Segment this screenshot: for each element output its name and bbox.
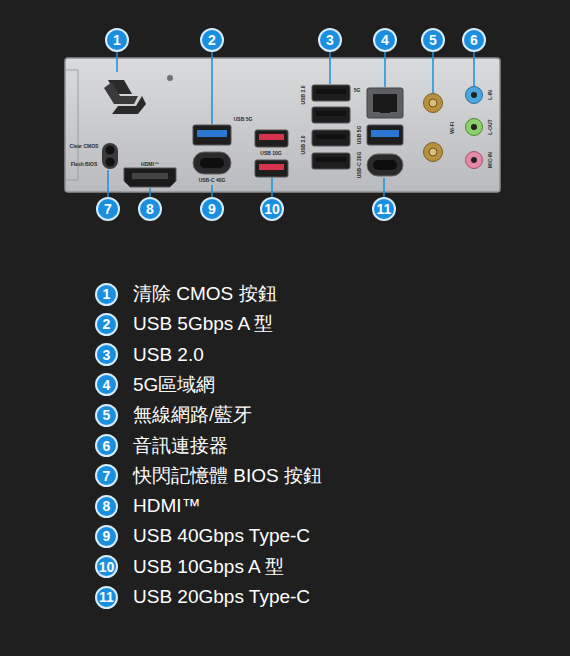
- wifi-antenna-connectors: [424, 94, 443, 162]
- port-description: 5G區域網: [133, 372, 215, 398]
- io-shield: [65, 58, 500, 192]
- callout-number: 2: [95, 313, 118, 336]
- callout-number: 6: [462, 28, 486, 52]
- legend-item: 5 無線網路/藍牙: [95, 403, 252, 427]
- brand-logo: [104, 80, 146, 114]
- port-description: 快閃記憶體 BIOS 按鈕: [133, 463, 322, 489]
- leader-lines: [108, 52, 474, 197]
- callout-text: 10: [264, 202, 280, 216]
- port-description: USB 2.0: [133, 344, 204, 366]
- callout-number: 10: [260, 197, 284, 221]
- legend-item: 10 USB 10Gbps A 型: [95, 555, 284, 579]
- callout-number: 8: [95, 495, 118, 518]
- callout-number: 4: [95, 373, 118, 396]
- port-description: 清除 CMOS 按鈕: [133, 281, 277, 307]
- audio-jacks: [466, 87, 483, 169]
- port-label: USB 5G: [357, 126, 362, 145]
- callout-text: 2: [208, 33, 216, 47]
- callout-text: 6: [470, 33, 478, 47]
- usb-c-20g-port: [367, 154, 403, 176]
- callout-number: 1: [105, 28, 129, 52]
- port-label: USB 2.0: [301, 136, 306, 155]
- callout-text: 9: [208, 202, 216, 216]
- hdmi-port: [124, 168, 176, 187]
- callout-text: 11: [377, 202, 392, 216]
- callout-number: 3: [318, 28, 342, 52]
- callout-number: 4: [373, 28, 397, 52]
- port-label: Wi-Fi: [450, 122, 455, 134]
- screw: [167, 75, 173, 81]
- bios-buttons: [102, 143, 118, 169]
- callout-number: 7: [95, 464, 118, 487]
- legend-item: 1 清除 CMOS 按鈕: [95, 282, 277, 306]
- callout-number: 5: [95, 404, 118, 427]
- usb-10g-ports: [255, 130, 288, 177]
- port-label: MIC-IN: [488, 152, 493, 168]
- callout-number: 3: [95, 343, 118, 366]
- port-description: 無線網路/藍牙: [133, 402, 252, 428]
- callout-text: 5: [429, 33, 437, 47]
- port-label: L-IN: [488, 90, 493, 100]
- port-label: HDMI™: [141, 162, 159, 167]
- callout-number: 9: [200, 197, 224, 221]
- port-description: USB 5Gbps A 型: [133, 311, 273, 337]
- callout-number: 11: [372, 197, 396, 221]
- port-label: USB 10G: [260, 151, 281, 156]
- legend-item: 4 5G區域網: [95, 373, 215, 397]
- port-label: USB 2.0: [301, 86, 306, 105]
- port-label: USB-C 20G: [357, 152, 362, 179]
- port-description: USB 10Gbps A 型: [133, 554, 284, 580]
- port-description: USB 20Gbps Type-C: [133, 586, 310, 608]
- port-description: HDMI™: [133, 495, 201, 517]
- usb-2-ports: [312, 85, 350, 169]
- callout-number: 6: [95, 434, 118, 457]
- legend-item: 8 HDMI™: [95, 494, 201, 518]
- callout-number: 10: [95, 555, 118, 578]
- callout-number: 5: [421, 28, 445, 52]
- legend-item: 3 USB 2.0: [95, 343, 204, 367]
- callout-text: 1: [113, 33, 121, 47]
- port-label: USB-C 40G: [199, 178, 226, 183]
- callout-text: 3: [326, 33, 334, 47]
- callout-number: 9: [95, 525, 118, 548]
- port-label: Flash BIOS: [71, 162, 98, 167]
- port-label: Clear CMOS: [70, 144, 99, 149]
- port-label: 5G: [354, 88, 361, 93]
- legend-item: 11 USB 20Gbps Type-C: [95, 585, 310, 609]
- port-description: USB 40Gbps Type-C: [133, 525, 310, 547]
- callout-text: 4: [381, 33, 389, 47]
- callout-text: 8: [146, 202, 154, 216]
- callout-number: 1: [95, 283, 118, 306]
- port-label: L-OUT: [488, 119, 493, 134]
- usb-5g-port: [193, 125, 231, 145]
- legend-item: 7 快閃記憶體 BIOS 按鈕: [95, 464, 322, 488]
- usb-5g-port-2: [367, 125, 403, 145]
- callout-text: 7: [104, 202, 112, 216]
- legend-item: 9 USB 40Gbps Type-C: [95, 524, 310, 548]
- legend-item: 2 USB 5Gbps A 型: [95, 312, 273, 336]
- callout-number: 8: [138, 197, 162, 221]
- callout-number: 11: [95, 586, 118, 609]
- usb-c-40g-port: [193, 152, 231, 174]
- port-label: USB 5G: [234, 117, 253, 122]
- lan-port: [367, 88, 403, 118]
- callout-number: 7: [96, 197, 120, 221]
- callout-number: 2: [200, 28, 224, 52]
- legend-item: 6 音訊連接器: [95, 434, 228, 458]
- port-description: 音訊連接器: [133, 433, 228, 459]
